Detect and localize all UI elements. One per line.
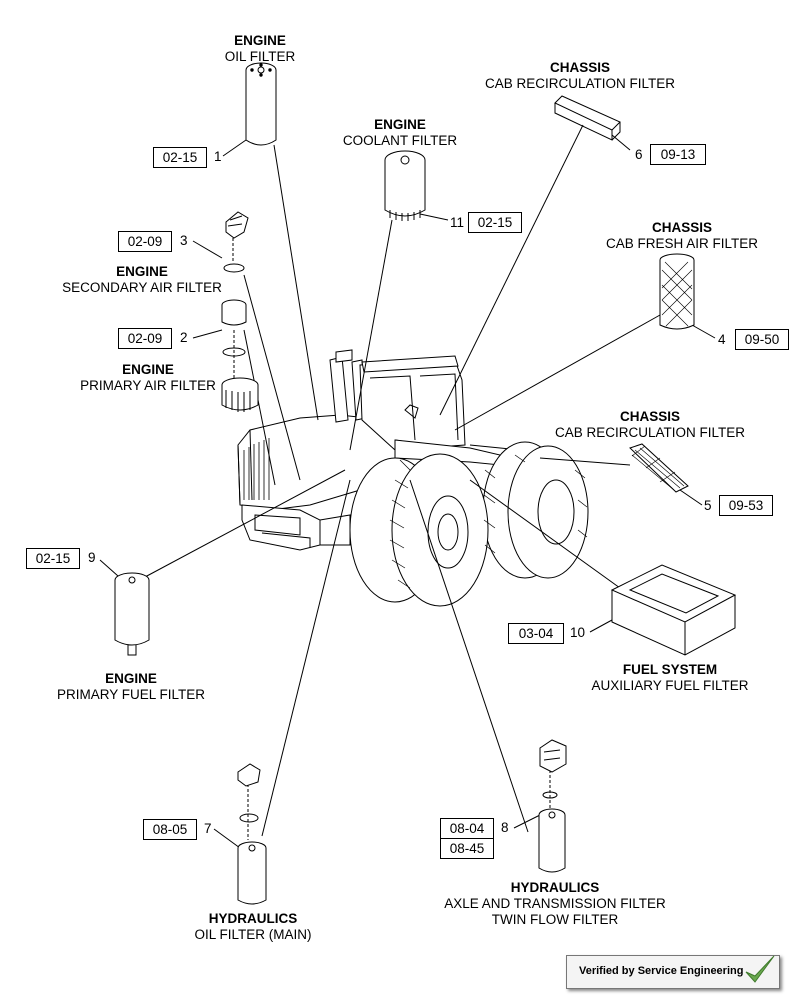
ref-box-11[interactable]: 02-15 <box>468 212 522 233</box>
hydraulics-axle-transmission-filter-part <box>538 739 567 873</box>
engine-oil-filter-part <box>245 62 277 146</box>
label-cab-recirculation-filter-mid: CHASSIS CAB RECIRCULATION FILTER <box>540 409 760 441</box>
label-engine-oil-filter: ENGINE OIL FILTER <box>210 33 310 65</box>
label-category: ENGINE <box>374 117 426 132</box>
label-name-line2: TWIN FLOW FILTER <box>491 912 619 927</box>
label-category: CHASSIS <box>549 60 610 75</box>
ref-number-10: 10 <box>570 625 586 640</box>
ref-box-4[interactable]: 09-50 <box>735 329 789 350</box>
ref-number-7: 7 <box>204 821 212 836</box>
label-category: HYDRAULICS <box>208 911 298 926</box>
ref-box-5[interactable]: 09-53 <box>719 495 773 516</box>
ref-box-1[interactable]: 02-15 <box>153 147 207 168</box>
auxiliary-fuel-filter-part <box>610 564 737 656</box>
label-category: ENGINE <box>105 671 157 686</box>
label-category: FUEL SYSTEM <box>622 662 718 677</box>
label-engine-coolant-filter: ENGINE COOLANT FILTER <box>330 117 470 149</box>
ref-box-6[interactable]: 09-13 <box>650 144 706 165</box>
ref-box-9[interactable]: 02-15 <box>26 548 80 569</box>
ref-number-2: 2 <box>180 330 188 345</box>
engine-secondary-air-filter-part <box>223 211 249 273</box>
label-hydraulics-axle-transmission-filter: HYDRAULICS AXLE AND TRANSMISSION FILTER … <box>430 880 680 928</box>
label-name: AXLE AND TRANSMISSION FILTER <box>444 896 666 911</box>
label-category: ENGINE <box>234 33 286 48</box>
label-name: PRIMARY AIR FILTER <box>80 378 216 393</box>
engine-primary-fuel-filter-part <box>114 572 150 656</box>
label-category: HYDRAULICS <box>510 880 600 895</box>
label-name: OIL FILTER (MAIN) <box>194 927 312 942</box>
cab-fresh-air-filter-part <box>659 253 695 330</box>
ref-number-11: 11 <box>450 215 465 230</box>
ref-box-8a[interactable]: 08-04 <box>440 818 494 839</box>
label-category: ENGINE <box>116 264 168 279</box>
ref-number-3: 3 <box>180 233 188 248</box>
engine-primary-air-filter-part <box>221 299 259 412</box>
label-category: CHASSIS <box>651 220 712 235</box>
label-engine-primary-fuel-filter: ENGINE PRIMARY FUEL FILTER <box>46 671 216 703</box>
label-fuel-system-auxiliary-filter: FUEL SYSTEM AUXILIARY FUEL FILTER <box>580 662 760 694</box>
label-name: COOLANT FILTER <box>342 133 458 148</box>
ref-number-4: 4 <box>718 332 726 347</box>
check-icon <box>745 955 775 983</box>
label-name: CAB RECIRCULATION FILTER <box>554 425 746 440</box>
hydraulics-oil-filter-main-part <box>237 763 267 905</box>
ref-number-1: 1 <box>214 149 222 164</box>
verified-badge: Verified by Service Engineering <box>566 955 780 989</box>
label-name: SECONDARY AIR FILTER <box>62 280 222 295</box>
label-name: CAB FRESH AIR FILTER <box>605 236 759 251</box>
label-name: CAB RECIRCULATION FILTER <box>484 76 676 91</box>
label-name: AUXILIARY FUEL FILTER <box>591 678 749 693</box>
ref-number-5: 5 <box>704 498 712 513</box>
ref-box-2[interactable]: 02-09 <box>118 328 172 349</box>
label-hydraulics-oil-filter-main: HYDRAULICS OIL FILTER (MAIN) <box>178 911 328 943</box>
label-category: ENGINE <box>122 362 174 377</box>
ref-box-8b[interactable]: 08-45 <box>440 838 494 859</box>
label-engine-primary-air-filter: ENGINE PRIMARY AIR FILTER <box>68 362 228 394</box>
label-cab-recirculation-filter-top: CHASSIS CAB RECIRCULATION FILTER <box>470 60 690 92</box>
label-name: PRIMARY FUEL FILTER <box>56 687 206 702</box>
ref-number-9: 9 <box>88 550 96 565</box>
leader-lines <box>99 124 716 849</box>
ref-box-7[interactable]: 08-05 <box>143 819 197 840</box>
label-name: OIL FILTER <box>224 49 296 64</box>
label-category: CHASSIS <box>619 409 680 424</box>
cab-recirculation-filter-mid-part <box>629 443 689 493</box>
ref-number-8: 8 <box>501 820 509 835</box>
ref-box-10[interactable]: 03-04 <box>508 623 564 644</box>
tractor-illustration <box>237 349 589 607</box>
verified-text: Verified by Service Engineering <box>579 965 744 977</box>
cab-recirculation-filter-top-part <box>554 95 621 141</box>
engine-coolant-filter-part <box>384 150 426 221</box>
label-engine-secondary-air-filter: ENGINE SECONDARY AIR FILTER <box>52 264 232 296</box>
ref-number-6: 6 <box>635 147 643 162</box>
label-cab-fresh-air-filter: CHASSIS CAB FRESH AIR FILTER <box>592 220 772 252</box>
ref-box-3[interactable]: 02-09 <box>118 231 172 252</box>
